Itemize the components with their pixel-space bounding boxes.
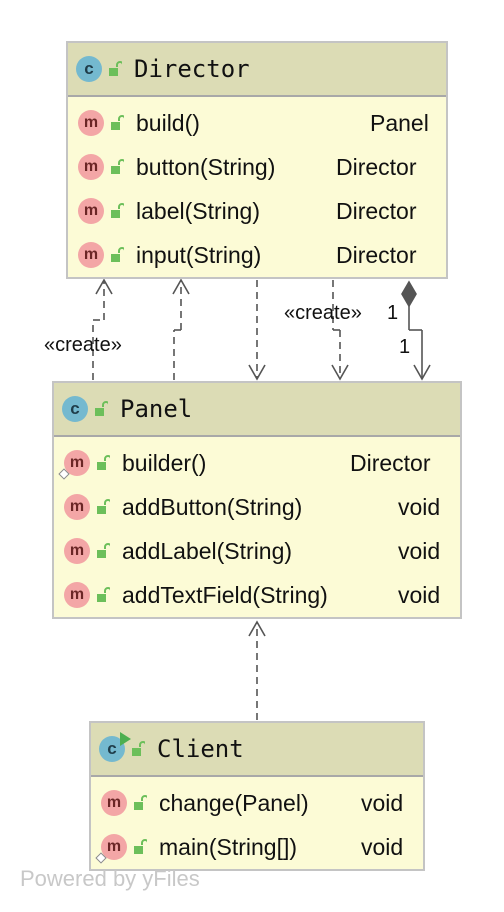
member-type: Director <box>336 241 417 268</box>
member-name: main(String[]) <box>159 833 298 860</box>
dependency-director-panel <box>248 280 266 381</box>
class-icon: c <box>99 732 131 762</box>
method-icon: m <box>78 110 104 136</box>
public-lock-icon <box>108 60 124 78</box>
public-lock-icon <box>133 794 149 812</box>
member-name: build() <box>136 109 200 136</box>
member-type: Panel <box>370 109 429 136</box>
member-list: m change(Panel) void m main(String[]) vo… <box>91 777 423 869</box>
create-label-right: «create» <box>284 302 362 324</box>
member-name: builder() <box>122 449 207 476</box>
member-row[interactable]: m builder() Director <box>54 441 460 485</box>
member-type: void <box>398 581 441 608</box>
multiplicity-label-bottom: 1 <box>399 336 411 358</box>
class-header: c Director <box>68 43 446 97</box>
class-name: Client <box>157 735 244 763</box>
member-name: addLabel(String) <box>122 537 293 564</box>
method-icon: m <box>78 198 104 224</box>
dependency-panel-director <box>172 278 190 380</box>
member-row[interactable]: m input(String) Director <box>68 233 446 277</box>
member-name: addTextField(String) <box>122 581 328 608</box>
class-header: c Client <box>91 723 423 777</box>
member-list: m build() Panel m button(String) Directo… <box>68 97 446 277</box>
member-row[interactable]: m label(String) Director <box>68 189 446 233</box>
member-row[interactable]: m addLabel(String) void <box>54 529 460 573</box>
public-lock-icon <box>110 246 126 264</box>
method-icon: m <box>64 494 90 520</box>
method-icon: m <box>78 154 104 180</box>
member-type: Director <box>350 449 431 476</box>
dependency-client-panel <box>248 620 266 720</box>
member-row[interactable]: m addButton(String) void <box>54 485 460 529</box>
member-name: input(String) <box>136 241 262 268</box>
class-director[interactable]: c Director m build() Panel m button(Stri… <box>66 41 448 279</box>
create-dependency-left <box>92 278 113 380</box>
composition-director-panel <box>401 280 431 381</box>
watermark: Powered by yFiles <box>20 866 200 891</box>
member-row[interactable]: m button(String) Director <box>68 145 446 189</box>
public-lock-icon <box>110 158 126 176</box>
method-icon: m <box>101 790 127 816</box>
member-type: Director <box>336 153 417 180</box>
class-header: c Panel <box>54 383 460 437</box>
public-lock-icon <box>110 202 126 220</box>
member-type: void <box>361 833 404 860</box>
member-name: label(String) <box>136 197 260 224</box>
method-icon: m <box>64 538 90 564</box>
static-marker-icon <box>58 468 70 480</box>
member-type: void <box>398 493 441 520</box>
run-marker-icon <box>120 732 131 746</box>
class-icon: c <box>76 56 102 82</box>
member-name: addButton(String) <box>122 493 303 520</box>
create-dependency-right <box>331 280 349 381</box>
method-icon: m <box>78 242 104 268</box>
public-lock-icon <box>96 454 112 472</box>
public-lock-icon <box>96 586 112 604</box>
member-row[interactable]: m addTextField(String) void <box>54 573 460 617</box>
member-name: button(String) <box>136 153 276 180</box>
static-marker-icon <box>95 852 107 864</box>
class-name: Director <box>134 55 250 83</box>
member-list: m builder() Director m addButton(String)… <box>54 437 460 617</box>
method-icon: m <box>95 834 127 864</box>
public-lock-icon <box>131 740 147 758</box>
class-client[interactable]: c Client m change(Panel) void m main(Str… <box>89 721 425 871</box>
member-row[interactable]: m main(String[]) void <box>91 825 423 869</box>
public-lock-icon <box>110 114 126 132</box>
class-icon: c <box>62 396 88 422</box>
member-type: void <box>398 537 441 564</box>
public-lock-icon <box>96 498 112 516</box>
class-name: Panel <box>120 395 193 423</box>
create-label-left: «create» <box>44 334 122 356</box>
public-lock-icon <box>96 542 112 560</box>
public-lock-icon <box>133 838 149 856</box>
method-icon: m <box>58 450 90 480</box>
member-type: void <box>361 789 404 816</box>
member-name: change(Panel) <box>159 789 309 816</box>
member-row[interactable]: m change(Panel) void <box>91 781 423 825</box>
multiplicity-label-top: 1 <box>387 302 399 324</box>
class-panel[interactable]: c Panel m builder() Director m addButton… <box>52 381 462 619</box>
public-lock-icon <box>94 400 110 418</box>
member-type: Director <box>336 197 417 224</box>
method-icon: m <box>64 582 90 608</box>
member-row[interactable]: m build() Panel <box>68 101 446 145</box>
